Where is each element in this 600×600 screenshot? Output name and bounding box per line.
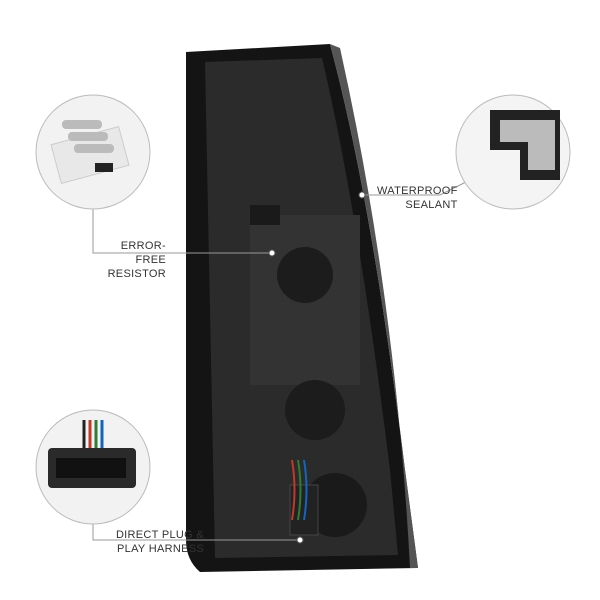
label-line: RESISTOR bbox=[107, 268, 166, 280]
label-line: WATERPROOF bbox=[377, 185, 458, 197]
tail-light-housing bbox=[186, 44, 418, 572]
direct-plug-harness-label: DIRECT PLUG & PLAY HARNESS bbox=[100, 528, 204, 556]
error-free-resistor-label: ERROR-FREE RESISTOR bbox=[96, 239, 166, 281]
callout-dot bbox=[296, 536, 304, 544]
bulb-socket bbox=[285, 380, 345, 440]
callout-dot bbox=[358, 191, 366, 199]
callout-lines bbox=[92, 179, 471, 541]
bulb-socket bbox=[277, 247, 333, 303]
label-line: ERROR-FREE bbox=[120, 240, 166, 266]
callout-dot bbox=[268, 249, 276, 257]
harness-detail-circle bbox=[35, 409, 151, 525]
harness-connector bbox=[303, 473, 367, 537]
resistor-detail-circle bbox=[35, 94, 151, 210]
label-line: PLAY HARNESS bbox=[117, 543, 204, 555]
waterproof-sealant-label: WATERPROOF SEALANT bbox=[377, 184, 458, 212]
label-line: DIRECT PLUG & bbox=[115, 529, 204, 541]
label-line: SEALANT bbox=[405, 199, 458, 211]
sealant-detail-circle bbox=[455, 94, 571, 210]
